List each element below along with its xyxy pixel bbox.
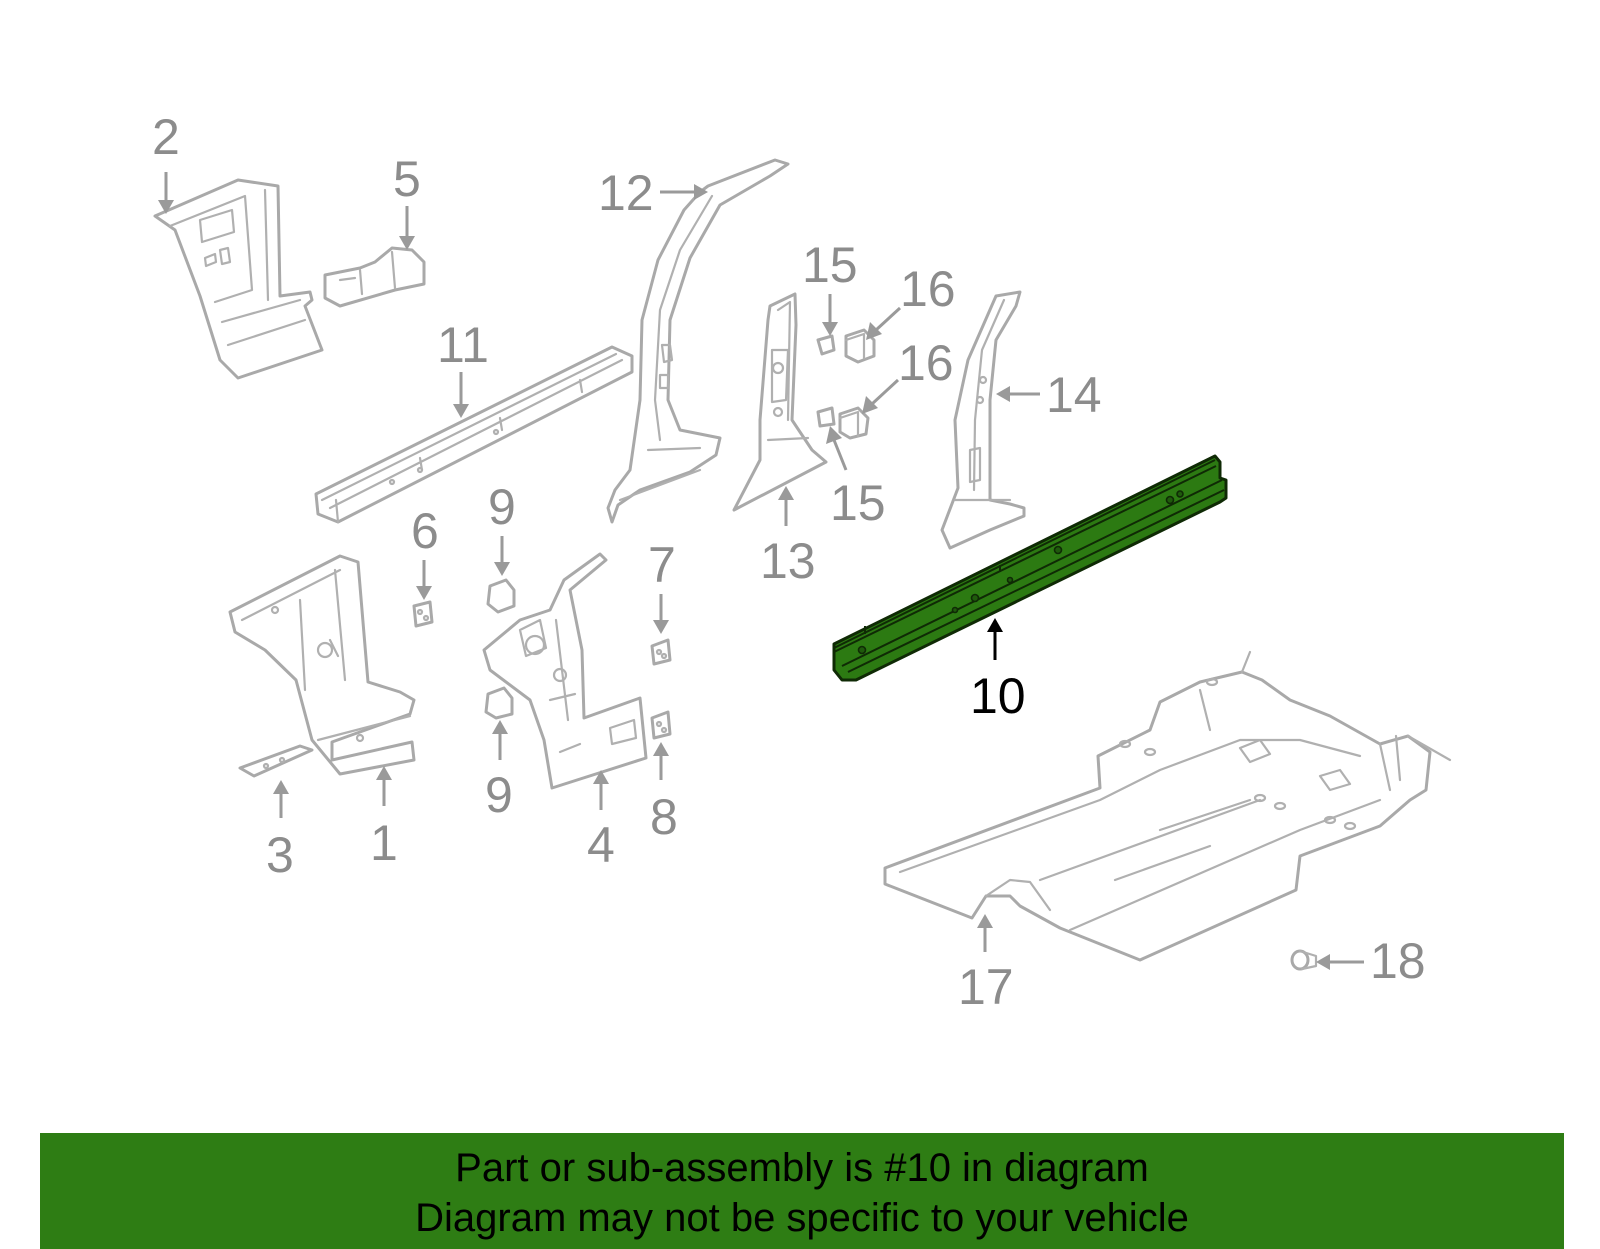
callout-1: 1: [370, 815, 398, 871]
callout-9-lower: 9: [485, 767, 513, 823]
callout-15-upper: 15: [802, 237, 858, 293]
part-3-plate[interactable]: [238, 744, 314, 778]
part-6-nut-plate[interactable]: [412, 600, 434, 628]
callout-13: 13: [760, 533, 816, 589]
part-16-block-upper[interactable]: [844, 328, 876, 364]
part-1-hinge-pillar-lower[interactable]: [228, 554, 416, 776]
callout-9-upper: 9: [488, 479, 516, 535]
callout-11: 11: [437, 317, 489, 373]
callout-4: 4: [587, 817, 615, 873]
part-2-hinge-pillar-upper[interactable]: [153, 178, 324, 380]
part-11-rocker-inner[interactable]: [314, 345, 634, 524]
part-18-plug[interactable]: [1290, 949, 1318, 971]
part-10-rocker-panel[interactable]: [832, 454, 1228, 682]
part-8-nut-plate[interactable]: [650, 710, 672, 740]
info-banner: Part or sub-assembly is #10 in diagram D…: [40, 1133, 1564, 1249]
banner-line-2: Diagram may not be specific to your vehi…: [415, 1196, 1189, 1240]
part-14-pillar[interactable]: [940, 290, 1026, 550]
callout-12: 12: [598, 165, 654, 221]
callout-6: 6: [411, 503, 439, 559]
callout-7: 7: [648, 537, 676, 593]
callout-17: 17: [958, 959, 1014, 1015]
part-9-block-upper[interactable]: [486, 578, 516, 614]
callout-2: 2: [152, 109, 180, 165]
callout-10: 10: [970, 668, 1026, 724]
part-5-bracket[interactable]: [323, 246, 426, 308]
part-9-block-lower[interactable]: [484, 686, 514, 720]
part-13-pillar-reinforcement[interactable]: [732, 292, 828, 512]
part-4-pillar-reinforcement[interactable]: [482, 552, 648, 790]
callout-16-upper: 16: [900, 261, 956, 317]
part-12-pillar-inner[interactable]: [606, 158, 790, 524]
callout-15-lower: 15: [830, 475, 886, 531]
part-16-block-lower[interactable]: [838, 406, 870, 440]
part-15-clip-lower[interactable]: [816, 406, 836, 428]
callout-labels: 1 2 3 4 5 6 7 8 9 9 10 11 12 13 14 15 15…: [152, 109, 1426, 1015]
callout-8: 8: [650, 789, 678, 845]
part-17-floor-pan[interactable]: [883, 650, 1452, 962]
callout-16-lower: 16: [898, 335, 954, 391]
callout-3: 3: [266, 827, 294, 883]
callout-5: 5: [393, 151, 421, 207]
part-15-clip-upper[interactable]: [816, 334, 836, 356]
part-7-nut-plate[interactable]: [650, 638, 672, 666]
banner-line-1: Part or sub-assembly is #10 in diagram: [455, 1146, 1149, 1190]
leader-lines: [158, 172, 1364, 970]
callout-18: 18: [1370, 933, 1426, 989]
callout-14: 14: [1046, 367, 1102, 423]
